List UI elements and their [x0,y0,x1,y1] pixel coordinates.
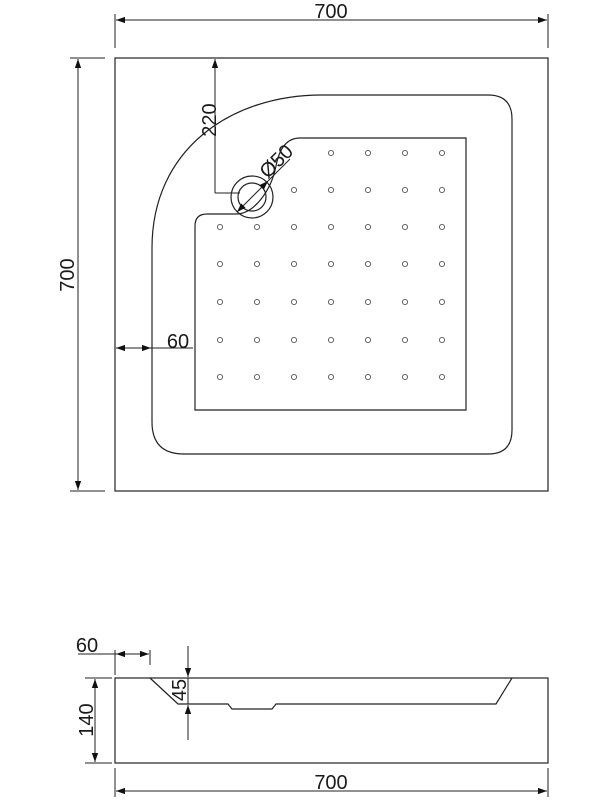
anti-slip-dot [401,336,409,344]
side-depth-dimension: 45 [169,646,192,740]
anti-slip-dot [364,373,372,381]
anti-slip-dot [253,336,261,344]
anti-slip-dot [216,223,224,231]
anti-slip-dot [438,336,446,344]
anti-slip-dot [253,260,261,268]
anti-slip-dot [327,336,335,344]
top-view: 700 700 220 Ø50 60 [57,1,549,492]
anti-slip-dot [401,298,409,306]
anti-slip-dot [327,298,335,306]
drain-offset-label: 220 [199,103,221,136]
tray-outer-outline [114,57,549,492]
anti-slip-dot [253,298,261,306]
side-rim-label: 60 [76,635,98,657]
anti-slip-dot [327,260,335,268]
anti-slip-dot [216,298,224,306]
rim-width-dimension: 60 [116,331,193,353]
anti-slip-dot [290,186,298,194]
anti-slip-dot [364,223,372,231]
side-depth-label: 45 [169,679,191,701]
top-width-label: 700 [314,1,347,23]
anti-slip-dot [327,149,335,157]
anti-slip-dot [290,373,298,381]
anti-slip-dot [290,336,298,344]
anti-slip-dot [364,298,372,306]
anti-slip-dot [364,260,372,268]
anti-slip-dot [216,373,224,381]
anti-slip-dot [401,149,409,157]
anti-slip-dots [216,149,446,381]
top-width-dimension: 700 [114,1,549,48]
anti-slip-dot [364,149,372,157]
anti-slip-dot [438,260,446,268]
side-height-dimension: 140 [76,677,112,764]
side-width-dimension: 700 [114,768,549,797]
side-width-label: 700 [314,772,347,794]
anti-slip-dot [253,223,261,231]
anti-slip-dot [327,223,335,231]
anti-slip-dot [290,260,298,268]
side-view: 60 45 140 700 [76,635,549,797]
drain-offset-dimension: 220 [199,59,240,194]
anti-slip-dot [216,336,224,344]
anti-slip-dot [438,223,446,231]
anti-slip-dot [401,260,409,268]
anti-slip-dot [327,186,335,194]
anti-slip-dot [327,373,335,381]
anti-slip-dot [438,186,446,194]
anti-slip-dot [364,336,372,344]
anti-slip-dot [216,260,224,268]
top-height-dimension: 700 [57,57,105,492]
anti-slip-dot [364,186,372,194]
side-outer-outline [114,677,549,764]
anti-slip-dot [401,186,409,194]
drain-outer-ring [230,175,274,219]
tray-rim-outline [151,94,513,455]
drain-diameter-label: Ø50 [256,141,298,183]
side-basin-outline [149,677,513,710]
side-height-label: 140 [76,703,98,736]
side-rim-dimension: 60 [76,635,151,675]
anti-slip-dot [401,373,409,381]
anti-slip-dot [438,149,446,157]
top-height-label: 700 [57,258,79,291]
anti-slip-dot [438,373,446,381]
anti-slip-dot [401,223,409,231]
tray-basin-outline [194,137,467,411]
anti-slip-dot [438,298,446,306]
anti-slip-dot [290,223,298,231]
rim-width-label: 60 [167,331,189,353]
anti-slip-dot [290,298,298,306]
anti-slip-dot [253,373,261,381]
